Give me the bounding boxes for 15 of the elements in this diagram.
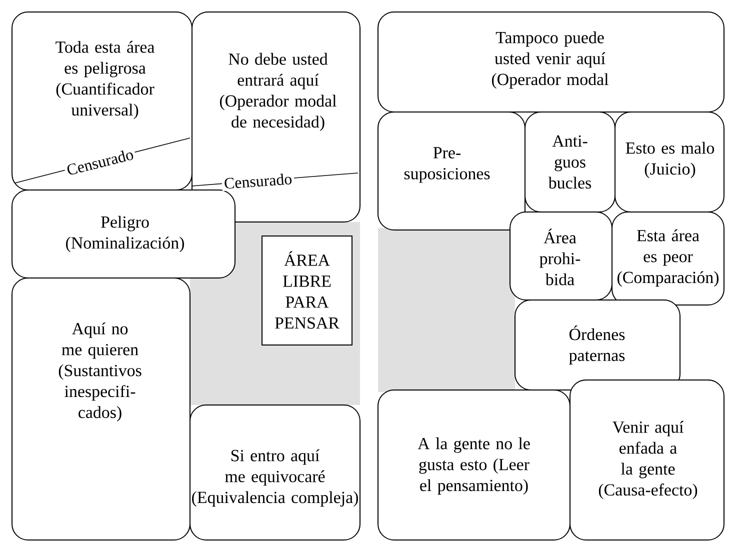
line-label: Censurado xyxy=(221,170,295,192)
region: Órdenes paternas xyxy=(514,300,680,390)
region: Si entro aquí me equivocaré (Equivalencia compleja) xyxy=(190,404,360,540)
line-label: Censurado xyxy=(63,146,137,178)
region: Esta área es peor (Comparación) xyxy=(612,212,724,306)
region: Venir aquí enfada a la gente (Causa-efecto) xyxy=(570,380,724,540)
region: Peligro (Nominalización) xyxy=(12,190,236,278)
region: Área prohi- bida xyxy=(510,212,612,300)
region: Esto es malo (Juicio) xyxy=(614,112,724,212)
region: Pre- suposiciones xyxy=(378,112,526,230)
region: Aquí no me quieren (Sustantivos inespecifi- cados) xyxy=(12,278,190,540)
region: Anti- guos bucles xyxy=(524,112,616,212)
region: A la gente no le gusta esto (Leer el pensamiento) xyxy=(378,390,570,540)
region: Tampoco puede usted venir aquí (Operador modal xyxy=(378,12,724,112)
node-label: A la gente no le gusta esto (Leer el pensamiento) xyxy=(418,437,530,495)
